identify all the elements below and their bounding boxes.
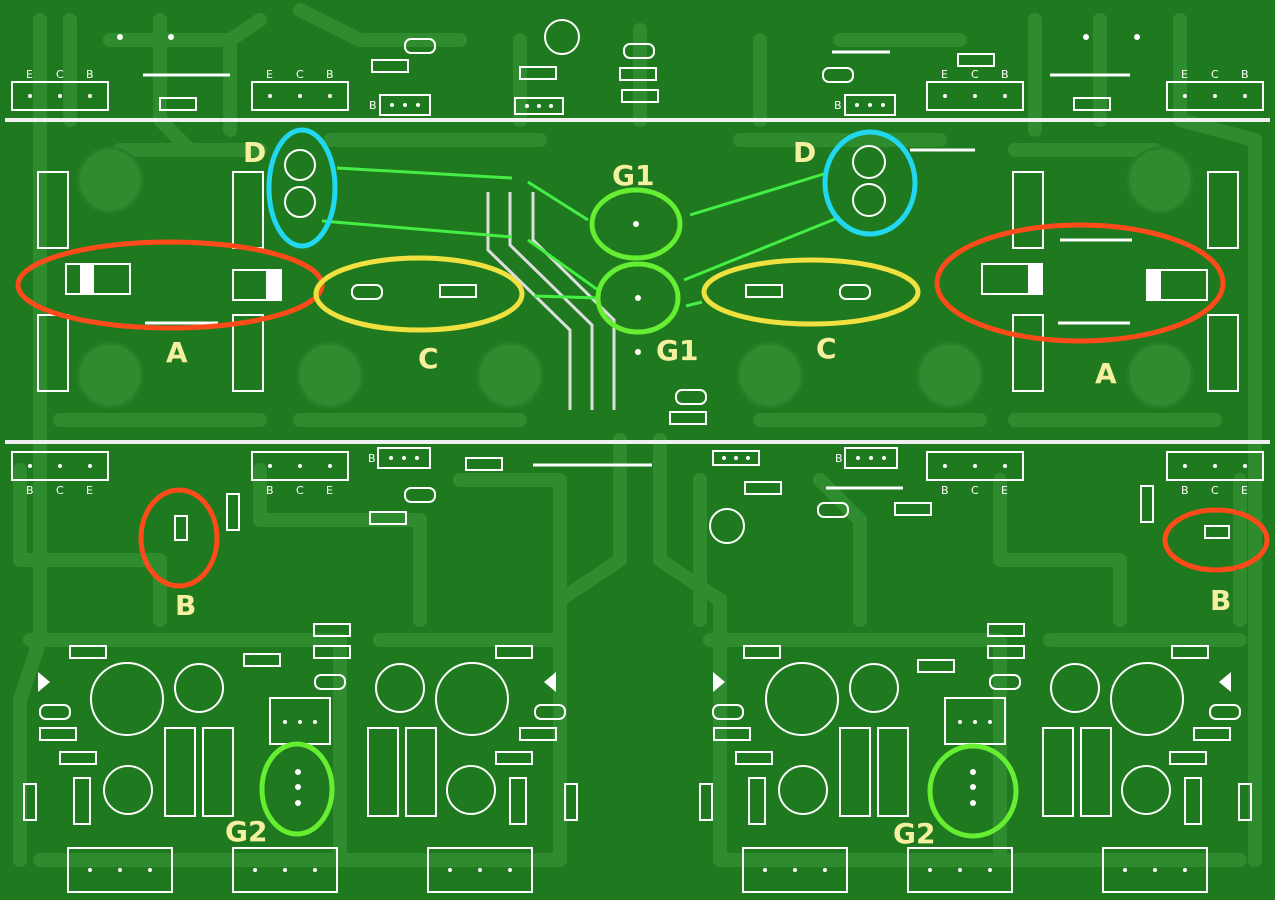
connector-b-1: B bbox=[369, 94, 431, 116]
pin-label: B bbox=[941, 484, 949, 497]
connector-top-1: E C B bbox=[11, 68, 109, 111]
jumpers bbox=[143, 50, 1132, 490]
label-C-right: C bbox=[816, 332, 837, 365]
pin-label: B bbox=[834, 99, 842, 112]
box-capacitors bbox=[73, 727, 1202, 825]
top-connectors: E C B E C B E C B E C B B bbox=[11, 68, 1264, 116]
label-D-right: D bbox=[793, 136, 816, 169]
pin-label: B bbox=[1181, 484, 1189, 497]
label-D-left: D bbox=[243, 136, 266, 169]
pin-label: B bbox=[369, 99, 377, 112]
pin-label: C bbox=[296, 484, 304, 497]
label-G2-left: G2 bbox=[225, 815, 267, 848]
annotation-G2-right bbox=[927, 743, 1019, 839]
pin-label: C bbox=[56, 484, 64, 497]
pin-label: B bbox=[26, 484, 34, 497]
pin-label: B bbox=[1241, 68, 1249, 81]
pin-label: C bbox=[1211, 484, 1219, 497]
pin-label: B bbox=[368, 452, 376, 465]
annotation-C-left bbox=[313, 255, 525, 333]
label-G1-top: G1 bbox=[612, 159, 654, 192]
film-capacitors bbox=[39, 38, 1241, 720]
connector-b-6 bbox=[712, 450, 760, 466]
label-B-right: B bbox=[1210, 584, 1231, 617]
label-C-left: C bbox=[418, 342, 439, 375]
pin-label: E bbox=[1181, 68, 1188, 81]
pin-label: E bbox=[266, 68, 273, 81]
power-connectors bbox=[67, 697, 1208, 893]
center-wires bbox=[486, 192, 616, 410]
annotation-A-right bbox=[934, 222, 1226, 344]
pin-label: C bbox=[296, 68, 304, 81]
copper-pads bbox=[76, 146, 1194, 409]
test-pads bbox=[117, 34, 1140, 806]
annotation-C-right bbox=[701, 257, 921, 327]
pin-label: B bbox=[326, 68, 334, 81]
pin-label: E bbox=[941, 68, 948, 81]
connector-bottom-2: B C E bbox=[251, 451, 349, 497]
label-G2-right: G2 bbox=[893, 817, 935, 850]
label-B-left: B bbox=[175, 589, 196, 622]
pin-label: B bbox=[86, 68, 94, 81]
pin-label: E bbox=[1001, 484, 1008, 497]
rectifier-diodes bbox=[65, 263, 1208, 301]
connector-bottom-3: B C E bbox=[926, 451, 1024, 497]
annotation-G1-bottom bbox=[595, 261, 681, 335]
connector-bottom-1: B C E bbox=[11, 451, 109, 497]
annotation-D-right bbox=[822, 129, 918, 237]
annotation-B-left bbox=[138, 487, 220, 589]
label-A-right: A bbox=[1095, 357, 1117, 390]
link-lines bbox=[321, 166, 841, 308]
divider-lines bbox=[5, 118, 1270, 444]
connector-b-5: B bbox=[835, 447, 898, 469]
small-diodes bbox=[174, 515, 1230, 541]
pin-label: C bbox=[56, 68, 64, 81]
pin-label: B bbox=[835, 452, 843, 465]
electrolytic-capacitors bbox=[90, 19, 1184, 815]
resistors bbox=[23, 53, 1252, 821]
pin-label: C bbox=[971, 484, 979, 497]
label-A-left: A bbox=[166, 336, 188, 369]
copper-traces bbox=[13, 3, 1262, 867]
connector-b-2 bbox=[514, 97, 564, 115]
pin-label: E bbox=[326, 484, 333, 497]
pin-label: E bbox=[26, 68, 33, 81]
pin-label: E bbox=[86, 484, 93, 497]
annotation-D-left bbox=[266, 127, 338, 249]
connector-bottom-4: B C E bbox=[1166, 451, 1264, 497]
annotation-ellipses bbox=[15, 127, 1270, 839]
pin-label: B bbox=[266, 484, 274, 497]
bottom-connectors: B C E B C E B C E B C E B bbox=[11, 447, 1264, 497]
annotation-B-right bbox=[1162, 507, 1270, 573]
power-connector-holes bbox=[88, 720, 1187, 872]
connector-b-3: B bbox=[834, 94, 896, 116]
connector-top-2: E C B bbox=[251, 68, 349, 111]
annotation-G2-left bbox=[259, 741, 335, 837]
connector-b-4: B bbox=[368, 447, 431, 469]
pin-label: C bbox=[1211, 68, 1219, 81]
connector-top-4: E C B bbox=[1166, 68, 1264, 111]
annotation-G1-top bbox=[589, 187, 683, 261]
pin-label: E bbox=[1241, 484, 1248, 497]
connector-top-3: E C B bbox=[926, 68, 1024, 111]
cyan-capacitors bbox=[284, 145, 886, 218]
label-G1-bottom: G1 bbox=[656, 334, 698, 367]
leds bbox=[38, 672, 1231, 692]
annotation-labels: D D G1 G1 A A C C B B G2 G2 bbox=[166, 136, 1231, 850]
pin-label: C bbox=[971, 68, 979, 81]
pin-label: B bbox=[1001, 68, 1009, 81]
